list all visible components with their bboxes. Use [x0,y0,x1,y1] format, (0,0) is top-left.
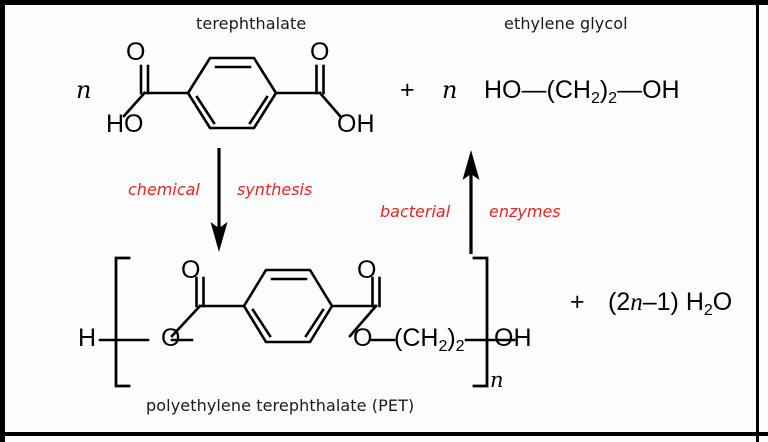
frame-border-top [0,0,768,5]
coefficient-n-right: n [442,76,458,104]
pet-open-paren: ( [394,324,403,352]
frame-border-right [756,0,759,442]
ethylene-glycol-formula: HO—(CH2)2—OH [484,76,680,108]
repeat-subscript-n: n [490,368,504,392]
caption-pet: polyethylene terephthalate (PET) [146,396,415,415]
label-terephthalate: terephthalate [196,14,307,33]
arrow-label-synthesis: synthesis [237,180,313,199]
arrow-label-chemical: chemical [128,180,200,199]
water-o: O [712,288,733,316]
water-coeff-open: (2 [608,288,631,316]
atom-label-carbonyl-o-left: O [181,256,201,284]
eg-oh: OH [642,76,680,104]
atom-label-right-carbonyl-o: O [310,38,330,66]
atom-label-right-acid-oh: OH [337,110,375,138]
terephthalate-structure [122,56,342,130]
pet-sub-2: 2 [438,338,448,355]
water-h: H [685,288,704,316]
eg-sub-2: 2 [590,90,600,107]
atom-label-carbonyl-o-right: O [357,256,377,284]
pet-sub-count: 2 [455,338,465,355]
ethylene-repeat-unit: (CH2)2 [394,324,465,356]
atom-label-left-carbonyl-o: O [126,38,146,66]
chemical-synthesis-arrow [210,148,228,252]
eg-bond-2: — [617,76,643,104]
atom-label-ester-o-right: O [353,324,373,352]
coefficient-n-left: n [76,76,92,104]
bacterial-enzymes-arrow [462,150,480,254]
pet-polymer-structure [98,256,516,388]
pet-ch: CH [402,324,439,352]
plus-sign-products: + [570,288,585,316]
water-coeff-rest: –1) [642,288,679,316]
arrow-label-enzymes: enzymes [489,202,561,221]
eg-ch: CH [554,76,591,104]
atom-label-ester-o-left: O [161,324,181,352]
pet-close-paren: ) [447,324,456,352]
label-ethylene-glycol: ethylene glycol [504,14,628,33]
atom-label-terminal-oh: OH [494,324,532,352]
water-sub-2: 2 [703,302,713,319]
eg-ho: HO [484,76,522,104]
eg-sub-count: 2 [608,90,618,107]
frame-border-bottom [0,432,768,436]
eg-close-paren: ) [599,76,609,104]
atom-label-terminal-h: H [78,324,97,352]
water-byproduct: (2n–1) H2O [608,288,732,320]
frame-border-left [0,0,5,442]
water-coeff-n: n [630,289,643,316]
arrow-label-bacterial: bacterial [380,202,451,221]
eg-bond-1: — [521,76,547,104]
atom-label-left-acid-oh: HO [106,110,144,138]
plus-sign-reactants: + [400,76,415,104]
eg-open-paren: ( [546,76,555,104]
